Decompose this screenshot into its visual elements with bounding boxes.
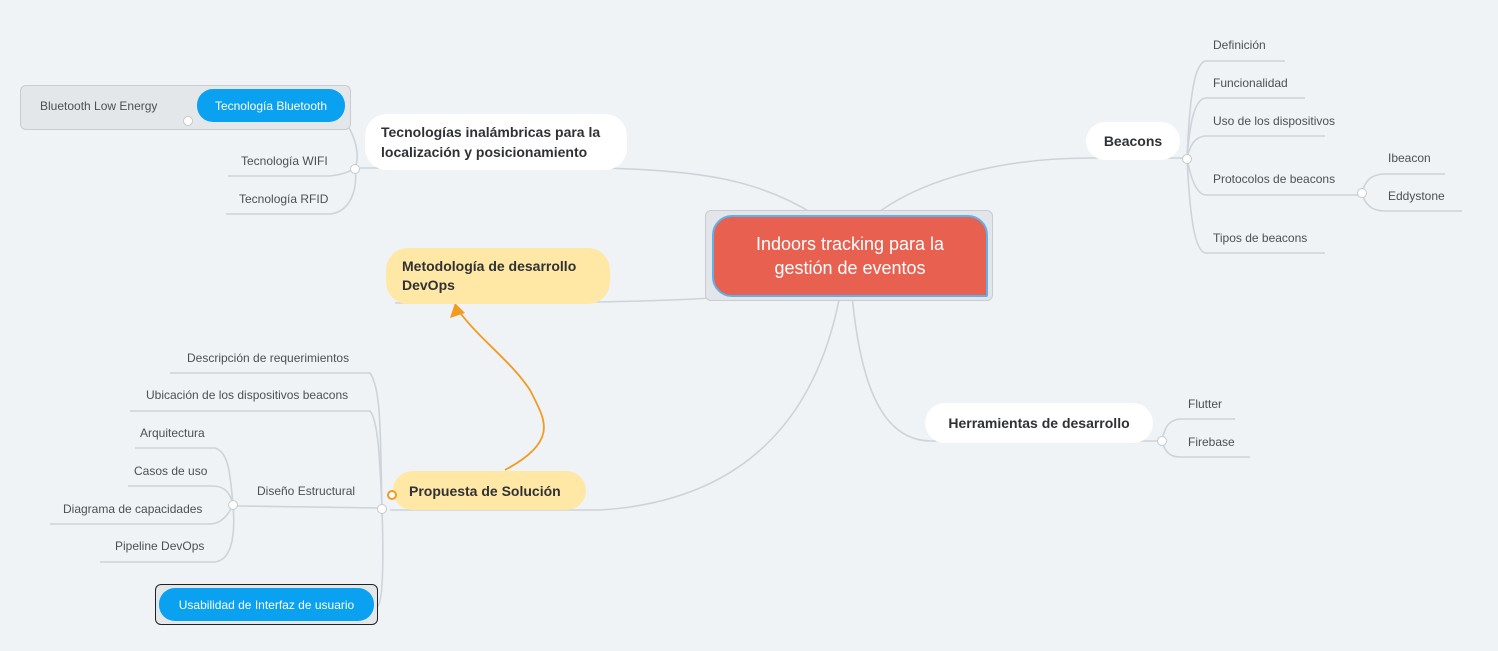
relationship-line <box>457 309 545 471</box>
collapse-handle-bluetooth[interactable] <box>183 116 193 126</box>
leaf-protocolos-beacons[interactable]: Protocolos de beacons <box>1213 172 1336 186</box>
leaf-ibeacon[interactable]: Ibeacon <box>1388 151 1431 165</box>
topic-beacons-label: Beacons <box>1103 133 1163 149</box>
leaf-bluetooth-low-energy[interactable]: Bluetooth Low Energy <box>40 99 158 113</box>
leaf-firebase[interactable]: Firebase <box>1188 435 1235 449</box>
leaf-tipos-beacons[interactable]: Tipos de beacons <box>1213 231 1308 245</box>
topic-metodologia[interactable]: Metodología de desarrollo DevOps <box>386 248 610 304</box>
topic-beacons[interactable]: Beacons <box>1086 122 1180 160</box>
leaf-tecnologia-wifi[interactable]: Tecnología WIFI <box>241 154 328 168</box>
topic-herramientas[interactable]: Herramientas de desarrollo <box>925 403 1153 443</box>
topic-propuesta-label: Propuesta de Solución <box>409 482 561 499</box>
leaf-diseno-estructural[interactable]: Diseño Estructural <box>257 484 356 498</box>
leaf-funcionalidad[interactable]: Funcionalidad <box>1213 76 1288 90</box>
topic-tecnologias-label: Tecnologías inalámbricas para la localiz… <box>381 124 601 160</box>
leaf-definicion[interactable]: Definición <box>1213 38 1266 52</box>
leaf-ubicacion-dispositivos[interactable]: Ubicación de los dispositivos beacons <box>146 388 349 402</box>
leaf-arquitectura[interactable]: Arquitectura <box>140 426 205 440</box>
topic-metodologia-label: Metodología de desarrollo DevOps <box>402 258 577 293</box>
leaf-casos-de-uso[interactable]: Casos de uso <box>134 464 208 478</box>
collapse-handle-tecnologias[interactable] <box>350 164 360 174</box>
topic-tecnologia-bluetooth-label: Tecnología Bluetooth <box>214 98 328 113</box>
topic-herramientas-label: Herramientas de desarrollo <box>948 415 1130 431</box>
collapse-handle-herramientas[interactable] <box>1157 436 1167 446</box>
central-topic-label: Indoors tracking para la gestión de even… <box>755 234 945 278</box>
leaf-uso-dispositivos[interactable]: Uso de los dispositivos <box>1213 114 1336 128</box>
leaf-eddystone[interactable]: Eddystone <box>1388 189 1445 203</box>
leaf-descripcion-requerimientos[interactable]: Descripción de requerimientos <box>187 351 350 365</box>
topic-tecnologia-bluetooth[interactable]: Tecnología Bluetooth <box>197 89 345 122</box>
topic-tecnologias[interactable]: Tecnologías inalámbricas para la localiz… <box>365 114 627 170</box>
leaf-flutter[interactable]: Flutter <box>1188 397 1223 411</box>
collapse-handle-diseno[interactable] <box>228 500 238 510</box>
central-topic[interactable]: Indoors tracking para la gestión de even… <box>712 215 988 297</box>
topic-propuesta[interactable]: Propuesta de Solución <box>393 471 586 510</box>
collapse-handle-beacons[interactable] <box>1182 154 1192 164</box>
topic-usabilidad[interactable]: Usabilidad de Interfaz de usuario <box>159 588 374 621</box>
leaf-diagrama-capacidades[interactable]: Diagrama de capacidades <box>63 502 203 516</box>
relationship-arrowhead <box>450 303 465 318</box>
relation-handle[interactable] <box>387 490 397 500</box>
leaf-tecnologia-rfid[interactable]: Tecnología RFID <box>239 192 329 206</box>
collapse-handle-propuesta[interactable] <box>377 504 387 514</box>
leaf-pipeline-devops[interactable]: Pipeline DevOps <box>115 539 205 553</box>
collapse-handle-protocolos[interactable] <box>1357 188 1367 198</box>
topic-usabilidad-label: Usabilidad de Interfaz de usuario <box>178 597 355 612</box>
